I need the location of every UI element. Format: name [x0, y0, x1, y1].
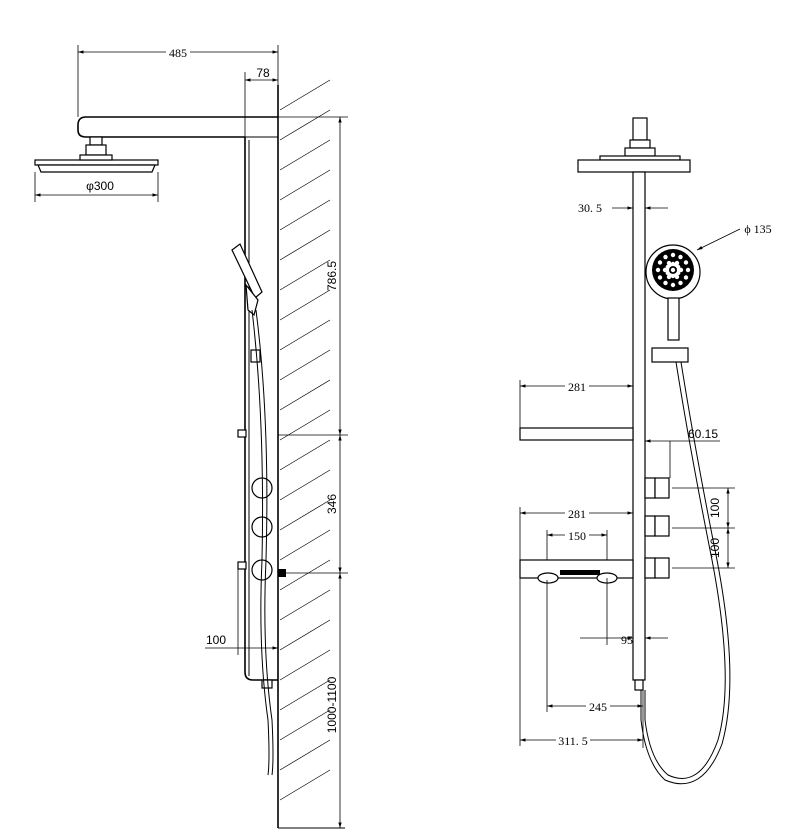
nozzle: [675, 264, 681, 270]
hatch-line: [279, 679, 331, 711]
nozzle: [670, 282, 676, 288]
hatch-line: [279, 319, 331, 351]
valve-3: [654, 557, 670, 579]
bottom-dimensions: 95 245 311. 5: [519, 578, 668, 748]
dimension-valve-spacing: 100 100: [672, 487, 735, 569]
dimension-vertical-stack: 786.5 346 1000-1100: [278, 116, 348, 828]
nozzle: [683, 275, 689, 280]
front-shower-head: [577, 117, 691, 173]
hatch-line: [279, 349, 331, 381]
hatch-line: [279, 289, 331, 321]
hatch-line: [279, 409, 331, 441]
side-view: 485 78 φ300: [34, 45, 348, 829]
front-view: 30. 5 ϕ 135 281 60.15: [519, 117, 772, 785]
nozzle: [657, 275, 663, 280]
dim-label-95: 95: [621, 633, 633, 647]
nozzle: [678, 280, 683, 286]
control-knobs: [251, 477, 286, 581]
hatch-line: [279, 739, 331, 771]
nozzle: [670, 267, 676, 273]
wall-hatching: [277, 79, 345, 829]
dim-label-245: 245: [589, 700, 607, 714]
hatch-line: [279, 229, 331, 261]
hatch-line: [279, 139, 331, 171]
dimension-arm-length: 485: [77, 45, 279, 117]
hatch-line: [279, 79, 331, 111]
dim-label-150: 150: [568, 529, 586, 543]
dim-label-786-5: 786.5: [325, 261, 339, 291]
valve-2: [654, 515, 670, 537]
hatch-line: [279, 199, 331, 231]
nozzle: [670, 252, 676, 258]
dim-label-1000-1100: 1000-1100: [325, 676, 339, 733]
dim-label-281-bottom: 281: [568, 507, 586, 521]
dim-label-100: 100: [206, 633, 226, 647]
dim-label-handheld-diameter: ϕ 135: [744, 222, 771, 236]
dim-label-311-5: 311. 5: [558, 734, 588, 748]
nozzle: [655, 267, 661, 273]
hatch-line: [279, 769, 331, 801]
valve-1: [654, 477, 670, 499]
shower-panel-body: [237, 137, 278, 689]
hatch-line: [279, 469, 331, 501]
dim-label-100-a: 100: [708, 498, 722, 518]
dimension-head-diameter: φ300: [34, 172, 159, 202]
nozzle: [657, 260, 663, 265]
hatch-line: [279, 649, 331, 681]
nozzle: [663, 254, 668, 260]
hatch-line: [279, 709, 331, 741]
rain-shower-head: [34, 154, 159, 173]
hatch-line: [279, 439, 331, 471]
dim-label-100-b: 100: [708, 538, 722, 558]
hatch-line: [279, 499, 331, 531]
handheld-shower-front: ϕ 135: [640, 222, 772, 785]
hatch-line: [279, 109, 331, 141]
front-panel-pipe: [632, 171, 646, 691]
top-shelf: 281: [519, 380, 634, 441]
hatch-line: [279, 529, 331, 561]
dim-label-485: 485: [169, 46, 187, 60]
hatch-line: [279, 619, 331, 651]
shower-arm: [77, 116, 278, 156]
nozzle: [683, 260, 689, 265]
dimension-pipe-offset: 30. 5: [578, 201, 668, 215]
hatch-line: [279, 589, 331, 621]
hatch-line: [279, 379, 331, 411]
bottom-shelf: 281 150: [519, 507, 634, 584]
dim-label-346: 346: [325, 494, 339, 514]
dimension-outlet-offset: 100: [205, 569, 278, 655]
dim-label-30-5: 30. 5: [578, 201, 602, 215]
nozzle: [685, 267, 691, 273]
hatch-line: [279, 259, 331, 291]
dim-label-78: 78: [256, 66, 270, 80]
nozzle: [678, 254, 683, 260]
handheld-shower-side: [231, 243, 274, 776]
valves: [644, 477, 670, 579]
dimension-panel-depth: 78: [244, 66, 278, 137]
dimension-valve-offset: 60.15: [645, 427, 720, 478]
dim-label-281-top: 281: [568, 380, 586, 394]
dim-label-60-15: 60.15: [688, 427, 718, 441]
nozzle: [663, 280, 668, 286]
dim-label-head-diameter: φ300: [86, 179, 114, 193]
hatch-line: [279, 169, 331, 201]
hatch-line: [279, 559, 331, 591]
